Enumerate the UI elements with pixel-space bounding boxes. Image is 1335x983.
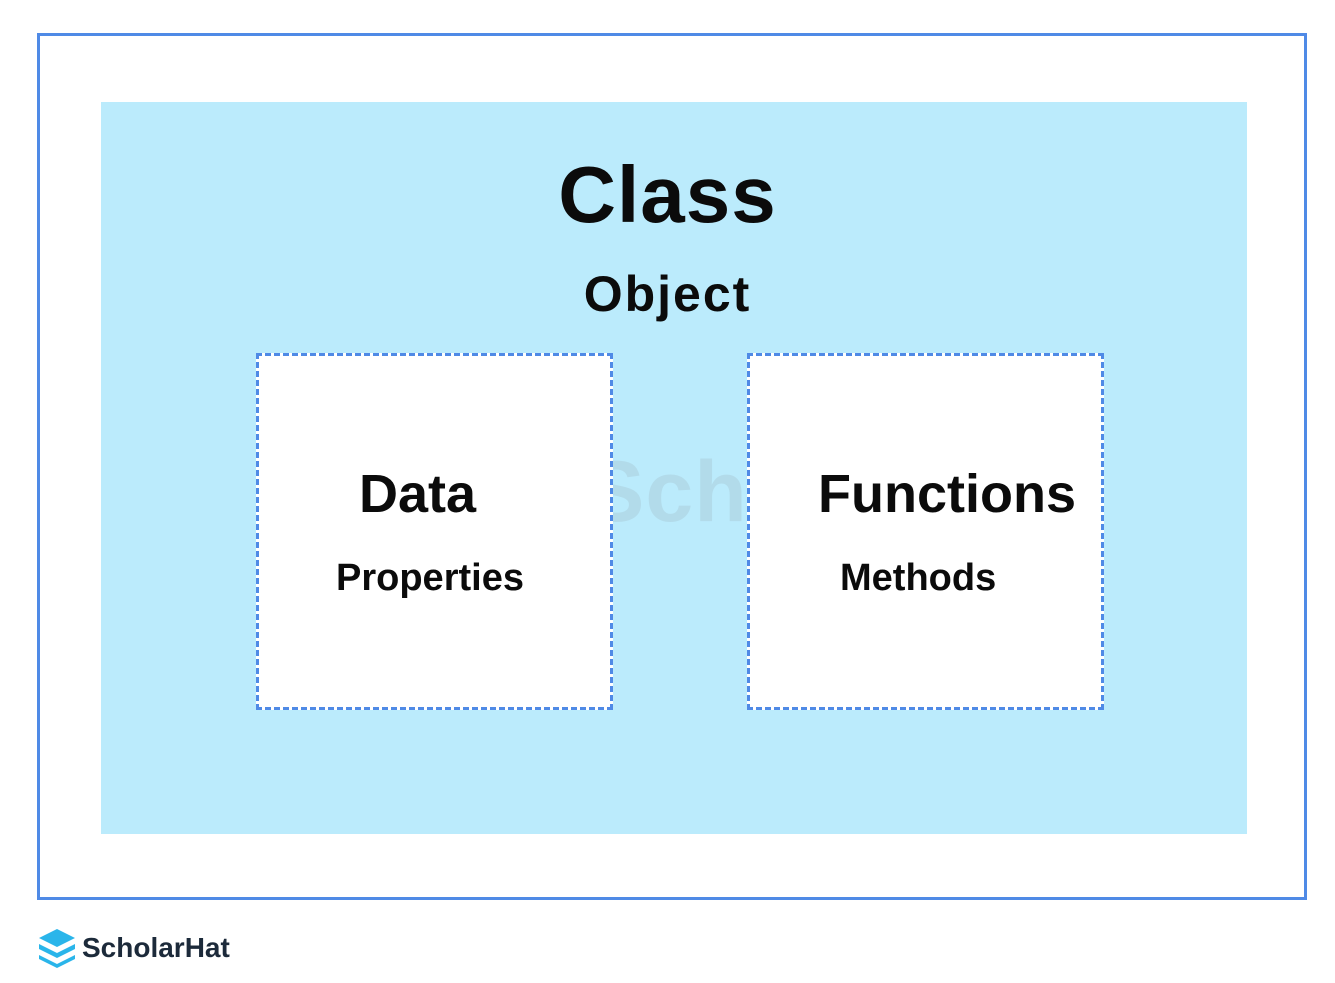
data-heading: Data: [359, 464, 477, 524]
brand: ScholarHat: [38, 928, 230, 968]
outer-frame: [37, 33, 1307, 900]
functions-box: Functions Methods: [747, 353, 1104, 710]
functions-heading: Functions: [818, 464, 1076, 524]
class-title: Class: [558, 150, 777, 239]
scholarhat-logo-icon: [39, 929, 75, 968]
data-box: Data Properties: [256, 353, 613, 710]
data-caption: Properties: [336, 557, 524, 599]
functions-caption: Methods: [840, 557, 997, 599]
brand-name: ScholarHat: [82, 932, 230, 963]
object-subtitle: Object: [583, 266, 752, 322]
